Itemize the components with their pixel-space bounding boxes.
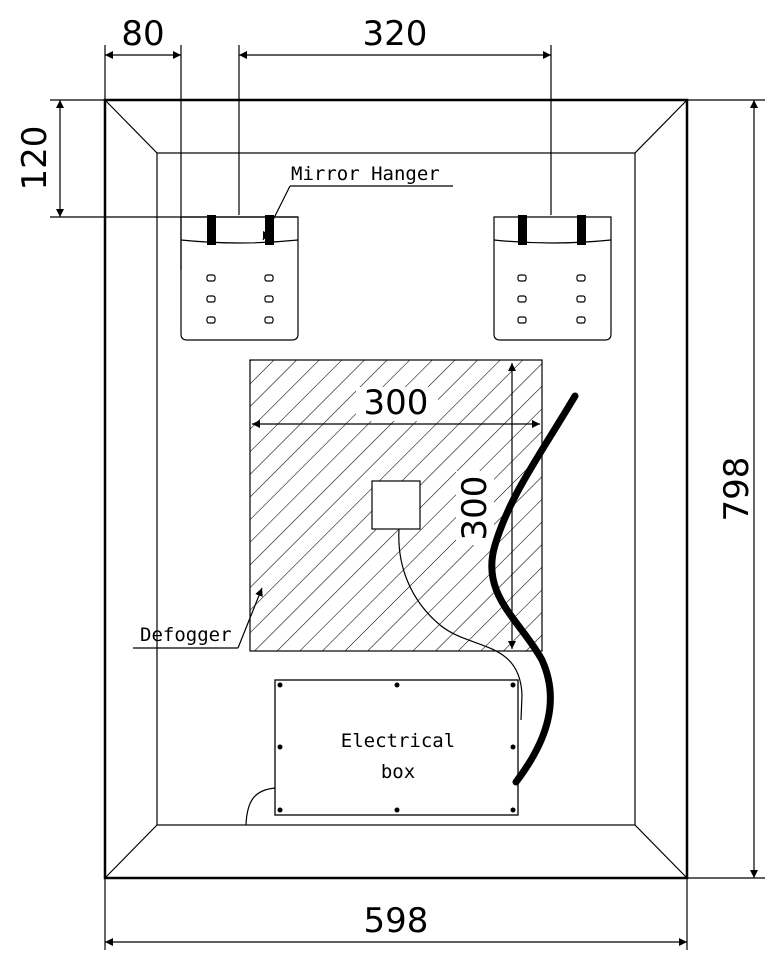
electrical-box: Electrical box: [274, 679, 519, 816]
hanger-offset-label: 80: [121, 14, 164, 54]
hanger-top-label: 120: [15, 126, 55, 191]
hanger-offset-dimension: 80: [104, 14, 182, 270]
defogger-wire: [398, 528, 523, 721]
mirror-hanger-right: [493, 215, 612, 341]
defogger-pad: [249, 359, 543, 652]
defogger-label: Defogger: [140, 624, 232, 646]
mirror-hanger-left: [180, 215, 299, 341]
overall-height-dimension: 798: [687, 99, 765, 879]
defogger-callout: Defogger: [133, 587, 263, 649]
power-cable: [488, 392, 579, 786]
defogger-connector: [371, 480, 421, 530]
defogger-height-label: 300: [455, 476, 495, 541]
hanger-spacing-dimension: 320: [238, 14, 552, 215]
hanger-top-dimension: 120: [15, 99, 298, 218]
mirror-hanger-label: Mirror Hanger: [291, 163, 440, 185]
mirror-frame: [103, 98, 689, 880]
defogger-width-label: 300: [364, 383, 429, 423]
defogger-width-dimension: 300: [252, 383, 540, 428]
mirror-hanger-callout: Mirror Hanger: [262, 163, 453, 241]
electrical-box-label-line2: box: [381, 761, 415, 783]
overall-width-label: 598: [364, 901, 429, 941]
electrical-box-label-line1: Electrical: [341, 730, 455, 752]
overall-height-label: 798: [717, 457, 757, 522]
defogger-height-label-bg: [456, 471, 494, 545]
overall-width-dimension: 598: [104, 878, 688, 950]
hanger-spacing-label: 320: [363, 14, 428, 54]
outlet-wire: [245, 787, 276, 826]
defogger-width-label-bg: [356, 387, 438, 421]
